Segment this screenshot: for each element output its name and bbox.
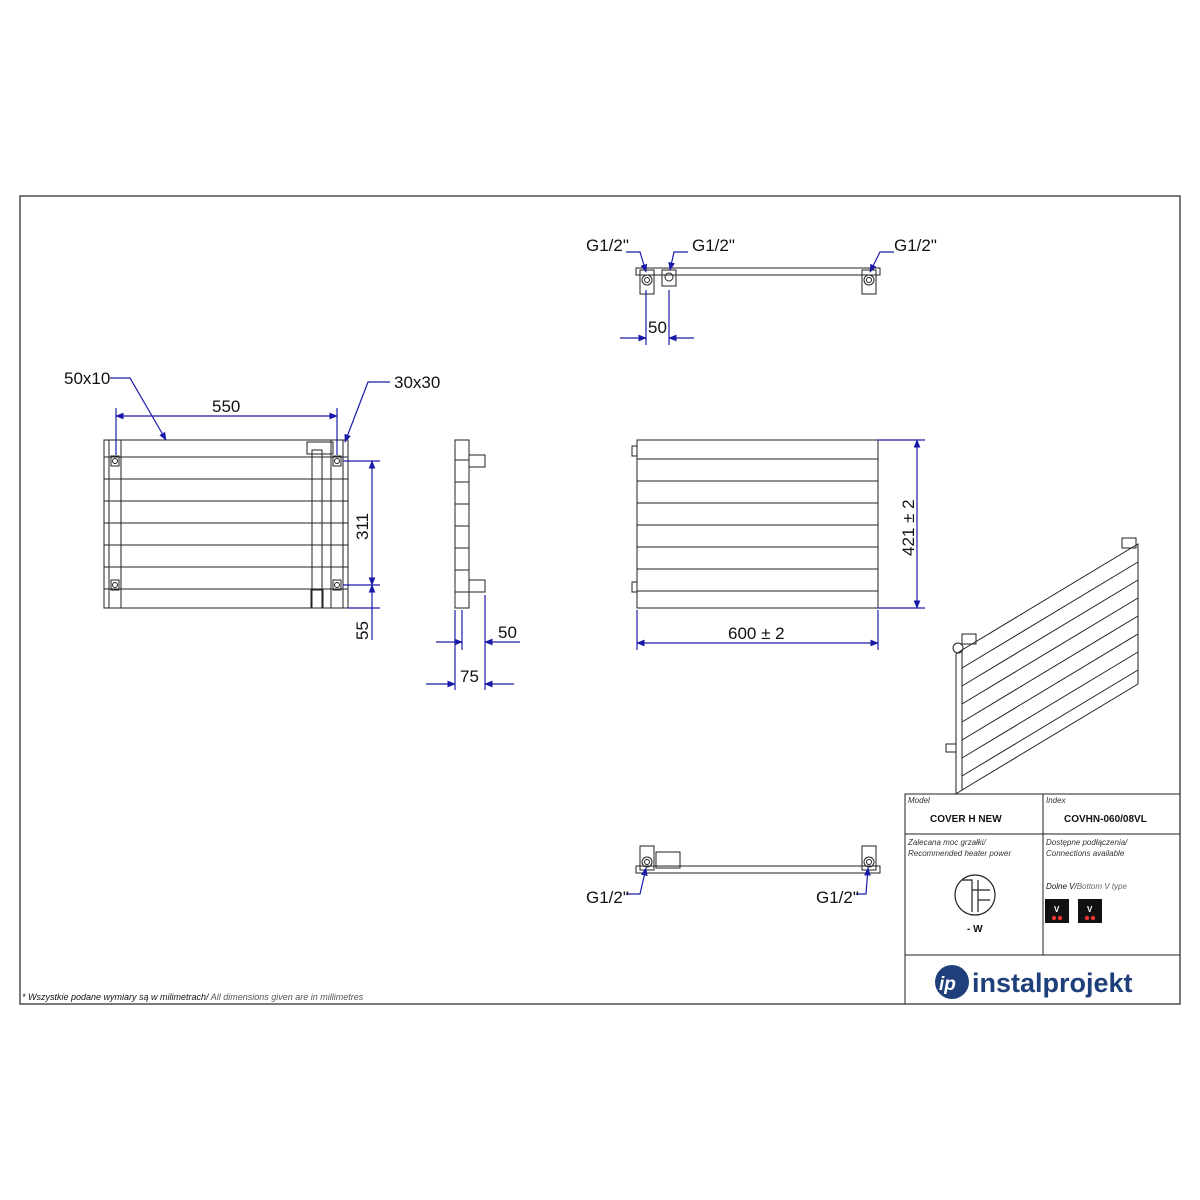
dimension-total-height: 421 ± 2 xyxy=(899,499,918,556)
title-model-value: COVER H NEW xyxy=(930,814,1002,825)
connection-label-top-2: G1/2" xyxy=(692,236,735,255)
connection-label-top-1: G1/2" xyxy=(586,236,629,255)
bottom-view xyxy=(635,845,881,874)
dimension-collector-profile: 30x30 xyxy=(394,373,440,392)
title-block xyxy=(904,793,1181,1005)
brand-logo: ip instalprojekt xyxy=(935,965,1133,999)
dimension-bracket-spacing-h: 550 xyxy=(212,397,240,416)
footnote: * Wszystkie podane wymiary są w milimetr… xyxy=(22,992,364,1002)
connection-label-bottom-2: G1/2" xyxy=(816,888,859,907)
rear-view xyxy=(103,439,349,609)
heater-icon xyxy=(954,874,996,916)
dimension-depth-total: 75 xyxy=(460,667,479,686)
side-view xyxy=(454,439,486,609)
title-index-label: Index xyxy=(1046,796,1067,805)
drawing-frame xyxy=(19,195,1181,1005)
brand-logo-text: instalprojekt xyxy=(972,968,1133,998)
brand-logo-mark: ip xyxy=(939,974,956,995)
front-view xyxy=(631,439,879,609)
dimension-bracket-spacing-v: 311 xyxy=(353,513,372,540)
heater-label-en: Recommended heater power xyxy=(908,849,1012,858)
connection-label-top-3: G1/2" xyxy=(894,236,937,255)
heater-label-pl: Zalecana moc grzałki/ xyxy=(907,838,987,847)
title-model-label: Model xyxy=(908,796,930,805)
dimension-bottom-offset: 55 xyxy=(353,621,372,640)
conn-type-en: Bottom V type xyxy=(1077,882,1128,891)
conn-type-pl: Dolne V/ xyxy=(1046,882,1077,891)
dimension-flat-profile: 50x10 xyxy=(64,369,110,388)
dimension-depth-to-wall: 50 xyxy=(498,623,517,642)
heater-value: - W xyxy=(967,924,983,935)
connection-badge-1-label: V xyxy=(1054,905,1060,914)
footnote-pl: * Wszystkie podane wymiary są w milimetr… xyxy=(22,992,210,1002)
top-view xyxy=(635,267,881,295)
brand-logo-mark-icon xyxy=(935,965,969,999)
conn-type-label: Dolne V/Bottom V type xyxy=(1046,882,1127,891)
connection-badge-2: V xyxy=(1078,899,1102,923)
dimension-total-width: 600 ± 2 xyxy=(728,624,785,643)
dimension-connection-spacing: 50 xyxy=(648,318,667,337)
connection-badge-1: V xyxy=(1045,899,1069,923)
isometric-view xyxy=(945,537,1139,795)
footnote-en: All dimensions given are in millimetres xyxy=(209,992,364,1002)
conn-label-pl: Dostępne podłączenia/ xyxy=(1046,838,1128,847)
connection-label-bottom-1: G1/2" xyxy=(586,888,629,907)
connection-badge-2-label: V xyxy=(1087,905,1093,914)
title-index-value: COVHN-060/08VL xyxy=(1064,814,1147,825)
conn-label-en: Connections available xyxy=(1046,849,1125,858)
